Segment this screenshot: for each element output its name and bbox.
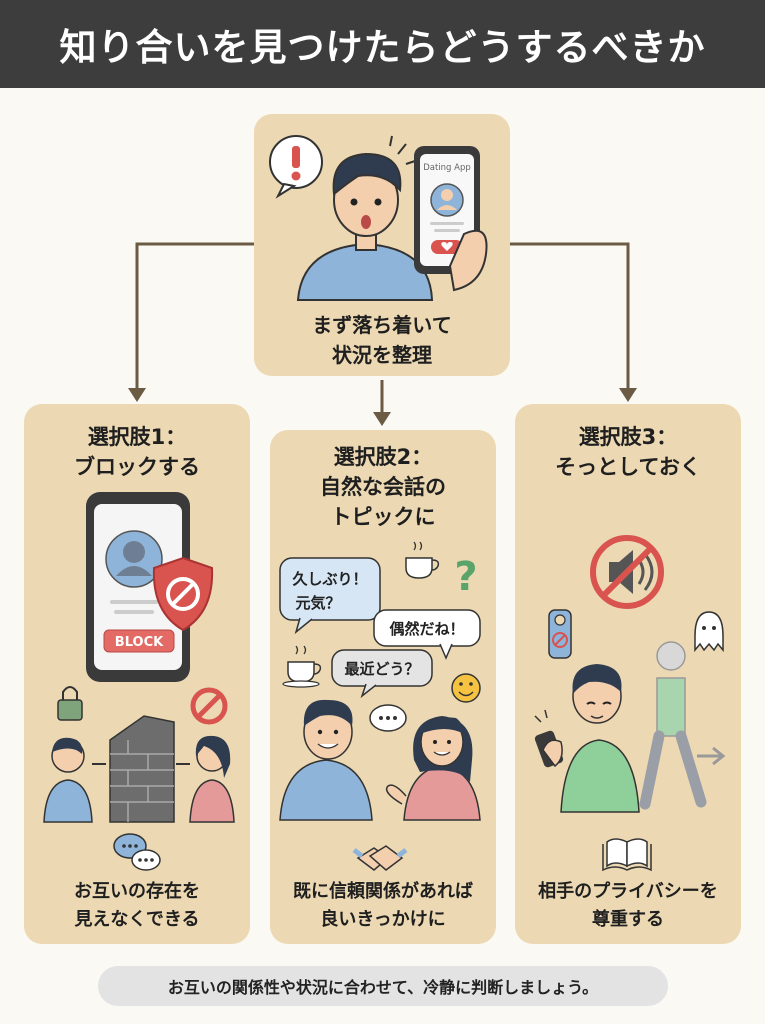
option3-caption-line1: 相手のプライバシーを	[538, 881, 718, 902]
svg-text:?: ?	[454, 554, 477, 600]
bubble1	[279, 557, 381, 635]
walking-person-icon	[639, 641, 707, 810]
option2-illustration: ? 久しぶり！ 元気？ 偶然だね！ 最近どう？	[279, 541, 481, 871]
bubble1-line2: 元気？	[295, 594, 340, 612]
top-text-line2: 状況を整理	[332, 343, 432, 367]
bubble2	[373, 609, 481, 660]
surprised-person-icon	[296, 135, 434, 301]
top-card: Dating App まず落ち着いて 状況を整理	[254, 114, 510, 376]
option2-caption-line1: 既に信頼関係があれば	[293, 881, 473, 902]
phone-icon	[414, 146, 488, 292]
heart-icon	[441, 242, 453, 251]
bubble2-text: 偶然だね！	[389, 620, 464, 638]
phone-block-icon	[86, 492, 190, 682]
exclamation-icon	[269, 135, 323, 199]
coffee-icon-2	[282, 645, 322, 688]
lock-icon	[57, 686, 83, 721]
coffee-icon	[405, 541, 440, 579]
option3-caption: 相手のプライバシーを 尊重する	[515, 878, 741, 934]
phone-person-icon	[534, 664, 640, 813]
footer-note: お互いの関係性や状況に合わせて、冷静に判断しましょう。	[98, 966, 668, 1006]
bubble3-text: 最近どう？	[344, 660, 419, 678]
bubble1-line1: 久しぶり！	[292, 570, 367, 588]
chat-bubbles-icon	[113, 833, 161, 871]
option3-title-line2: そっとしておく	[555, 455, 701, 479]
option3-card: 選択肢3： そっとしておく	[515, 404, 741, 944]
book-icon	[602, 838, 652, 872]
typing-bubble-icon	[369, 704, 407, 732]
brick-wall-icon	[109, 715, 175, 823]
phone-header: Dating App	[423, 163, 471, 173]
top-illustration: Dating App	[269, 135, 488, 301]
top-text-line1: まず落ち着いて	[312, 313, 452, 337]
handshake-icon	[352, 845, 408, 871]
bubble3	[331, 649, 433, 699]
option3-title-line1: 選択肢3：	[578, 425, 678, 449]
option2-caption-line2: 良いきっかけに	[320, 909, 446, 930]
prohibited-icon	[190, 687, 228, 725]
flow-arrows	[128, 242, 637, 426]
option3-title: 選択肢3： そっとしておく	[515, 422, 741, 482]
top-text: まず落ち着いて 状況を整理	[254, 310, 510, 370]
option1-caption-line2: 見えなくできる	[74, 909, 200, 930]
option2-title: 選択肢2： 自然な会話の トピックに	[270, 442, 496, 532]
option1-caption-line1: お互いの存在を	[74, 881, 200, 902]
smiley-icon	[451, 673, 481, 703]
option1-illustration: BLOCK	[43, 492, 235, 871]
person-right-icon	[189, 735, 235, 823]
option2-title-line2: 自然な会話の	[320, 475, 446, 499]
arrow-right-icon	[697, 746, 726, 766]
option1-caption: お互いの存在を 見えなくできる	[24, 878, 250, 934]
shield-block-icon	[152, 556, 214, 632]
muted-speaker-icon	[590, 535, 664, 609]
option1-title: 選択肢1： ブロックする	[24, 422, 250, 482]
option2-caption: 既に信頼関係があれば 良いきっかけに	[270, 878, 496, 934]
door-hanger-icon	[548, 609, 572, 659]
option2-title-line1: 選択肢2：	[333, 445, 433, 469]
option1-card: 選択肢1： ブロックする BLOCK	[24, 404, 250, 944]
option3-caption-line2: 尊重する	[592, 909, 664, 930]
option2-card: 選択肢2： 自然な会話の トピックに ? 久しぶり！ 元気？ 偶然だね！	[270, 430, 496, 944]
question-icon: ?	[454, 554, 477, 600]
woman-icon	[385, 716, 481, 821]
page-title: 知り合いを見つけたらどうするべきか	[0, 0, 765, 88]
man-icon	[279, 699, 373, 821]
option3-illustration	[534, 535, 726, 872]
ghost-icon	[694, 611, 724, 653]
option2-title-line3: トピックに	[330, 505, 436, 529]
option1-title-line1: 選択肢1：	[87, 425, 187, 449]
person-left-icon	[43, 737, 93, 823]
option1-title-line2: ブロックする	[74, 455, 200, 479]
block-label: BLOCK	[115, 635, 164, 650]
